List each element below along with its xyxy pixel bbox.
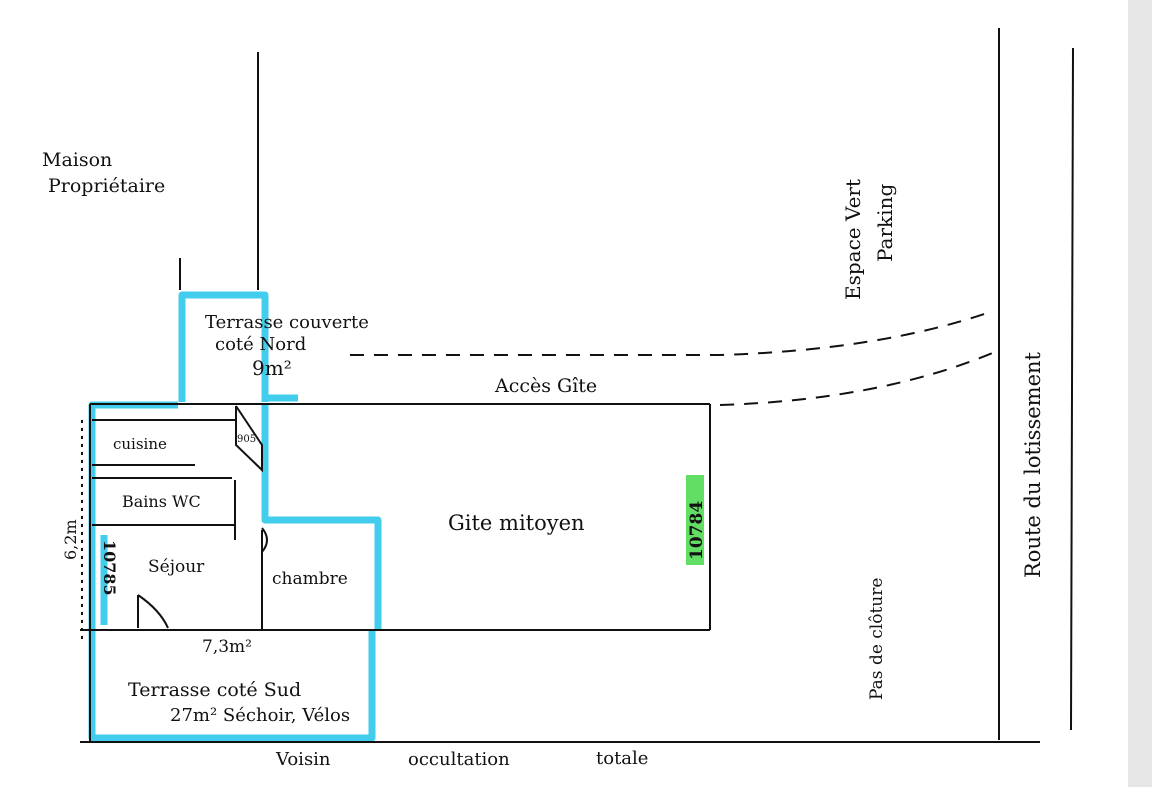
access-path-upper <box>350 311 991 356</box>
door-chambre <box>261 527 268 553</box>
label-maison-2: Propriétaire <box>48 175 165 197</box>
label-small-code: 905 <box>237 434 256 445</box>
label-bains-wc: Bains WC <box>122 492 201 511</box>
access-path-lower <box>719 351 996 406</box>
label-maison-1: Maison <box>42 149 112 171</box>
label-height-dim: 6,2m <box>61 519 80 560</box>
label-lot-right: 10784 <box>687 501 707 560</box>
paper-sheet <box>0 0 1128 787</box>
label-sejour: Séjour <box>148 557 205 577</box>
ink-lines <box>80 28 1074 743</box>
terrasse-nord-highlight <box>178 291 269 402</box>
label-gite-mitoyen: Gite mitoyen <box>448 511 585 535</box>
route-line-2 <box>1070 47 1074 731</box>
label-terrasse-sud-2: 27m² Séchoir, Vélos <box>170 705 350 726</box>
door-sejour-arc <box>137 594 169 629</box>
label-totale: totale <box>596 748 648 769</box>
label-voisin: Voisin <box>275 749 331 770</box>
label-lot-left: 10785 <box>100 540 119 596</box>
scan-edge <box>1128 0 1152 787</box>
label-acces-gite: Accès Gîte <box>494 375 597 397</box>
label-terrasse-nord-1: Terrasse couverte <box>205 312 369 333</box>
label-parking: Parking <box>873 184 897 262</box>
label-terrasse-nord-area: 9m² <box>252 356 292 380</box>
label-route: Route du lotissement <box>1021 351 1045 578</box>
lot-right-highlight <box>686 475 704 565</box>
label-chambre: chambre <box>272 569 348 589</box>
label-terrasse-sud-1: Terrasse coté Sud <box>128 679 301 701</box>
label-width-dim: 7,3m² <box>202 637 252 657</box>
label-cuisine: cuisine <box>113 435 167 453</box>
dashed-access <box>350 311 996 406</box>
chambre-highlight <box>261 405 382 630</box>
label-pas-de-cloture: Pas de clôture <box>867 578 887 700</box>
label-espace-vert: Espace Vert <box>841 179 865 300</box>
label-terrasse-nord-2: coté Nord <box>215 334 306 355</box>
closet <box>235 405 263 473</box>
label-occultation: occultation <box>408 749 510 770</box>
terrasse-sud-highlight <box>88 630 376 742</box>
